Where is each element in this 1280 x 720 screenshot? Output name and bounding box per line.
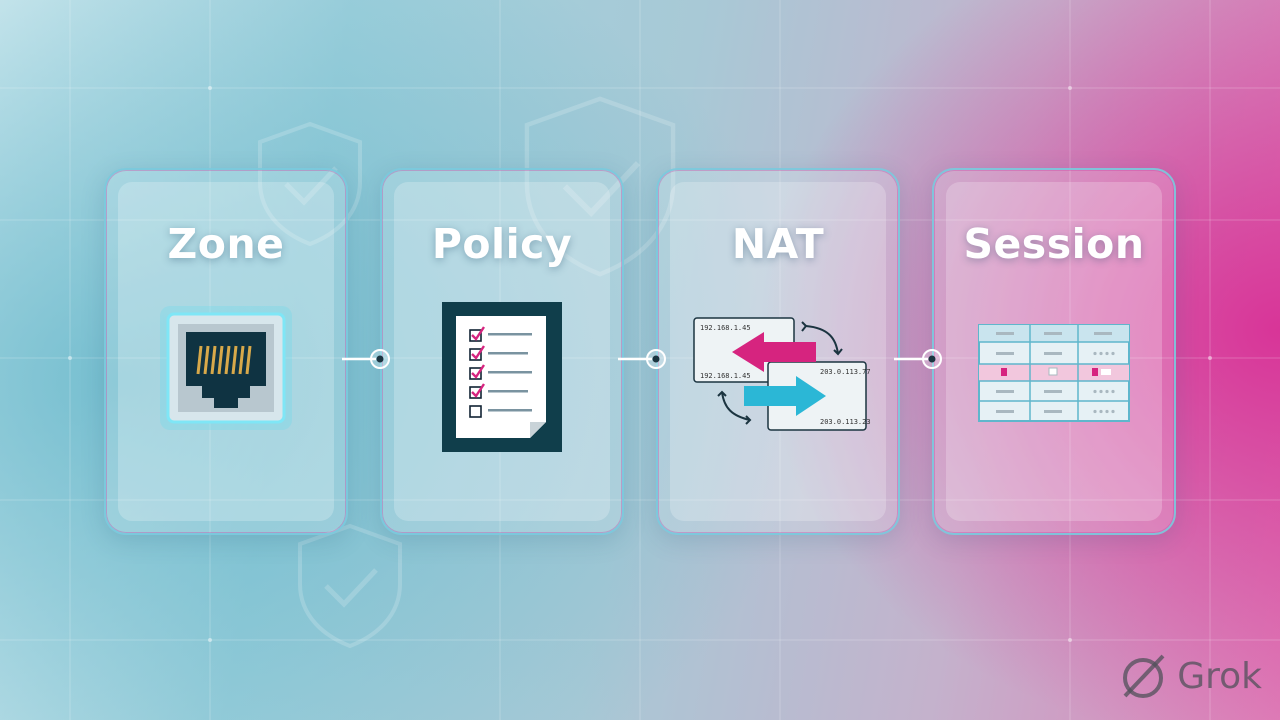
shield-icon: [258, 121, 362, 247]
public-ip-top: 203.0.113.77: [820, 368, 871, 376]
swap-arrows-icon: [717, 321, 843, 425]
connector-arrow: [618, 349, 666, 369]
stage-title: Policy: [431, 220, 573, 268]
private-ip-top: 192.168.1.45: [700, 324, 751, 332]
private-ip-bottom: 192.168.1.45: [700, 372, 751, 380]
right-arrow-icon: [744, 376, 826, 416]
connector-arrow: [342, 349, 390, 369]
stage-card-session: Session: [932, 168, 1176, 535]
stage-card-nat: NAT 192.168.1.45 192.168.1.45 203.0.113.…: [656, 168, 900, 535]
watermark-text: Grok: [1177, 655, 1262, 697]
stage-card-policy: Policy: [380, 168, 624, 535]
stage-title: NAT: [731, 220, 825, 268]
session-table-icon: [978, 324, 1130, 422]
public-ip-bottom: 203.0.113.23: [820, 418, 871, 426]
connector-arrow: [894, 349, 942, 369]
stage-title: Session: [963, 220, 1145, 268]
shield-icon: [298, 523, 402, 649]
ethernet-port-icon: [160, 306, 292, 430]
grok-logo-icon: [1123, 654, 1165, 698]
grok-watermark: Grok: [1117, 650, 1262, 702]
checklist-document-icon: [442, 302, 562, 452]
stage-card-zone: Zone: [104, 168, 348, 535]
shield-icon: [524, 96, 676, 277]
stage-title: Zone: [167, 220, 285, 268]
address-translation-icon: 192.168.1.45 192.168.1.45 203.0.113.77 2…: [693, 317, 871, 431]
left-arrow-icon: [732, 332, 816, 372]
